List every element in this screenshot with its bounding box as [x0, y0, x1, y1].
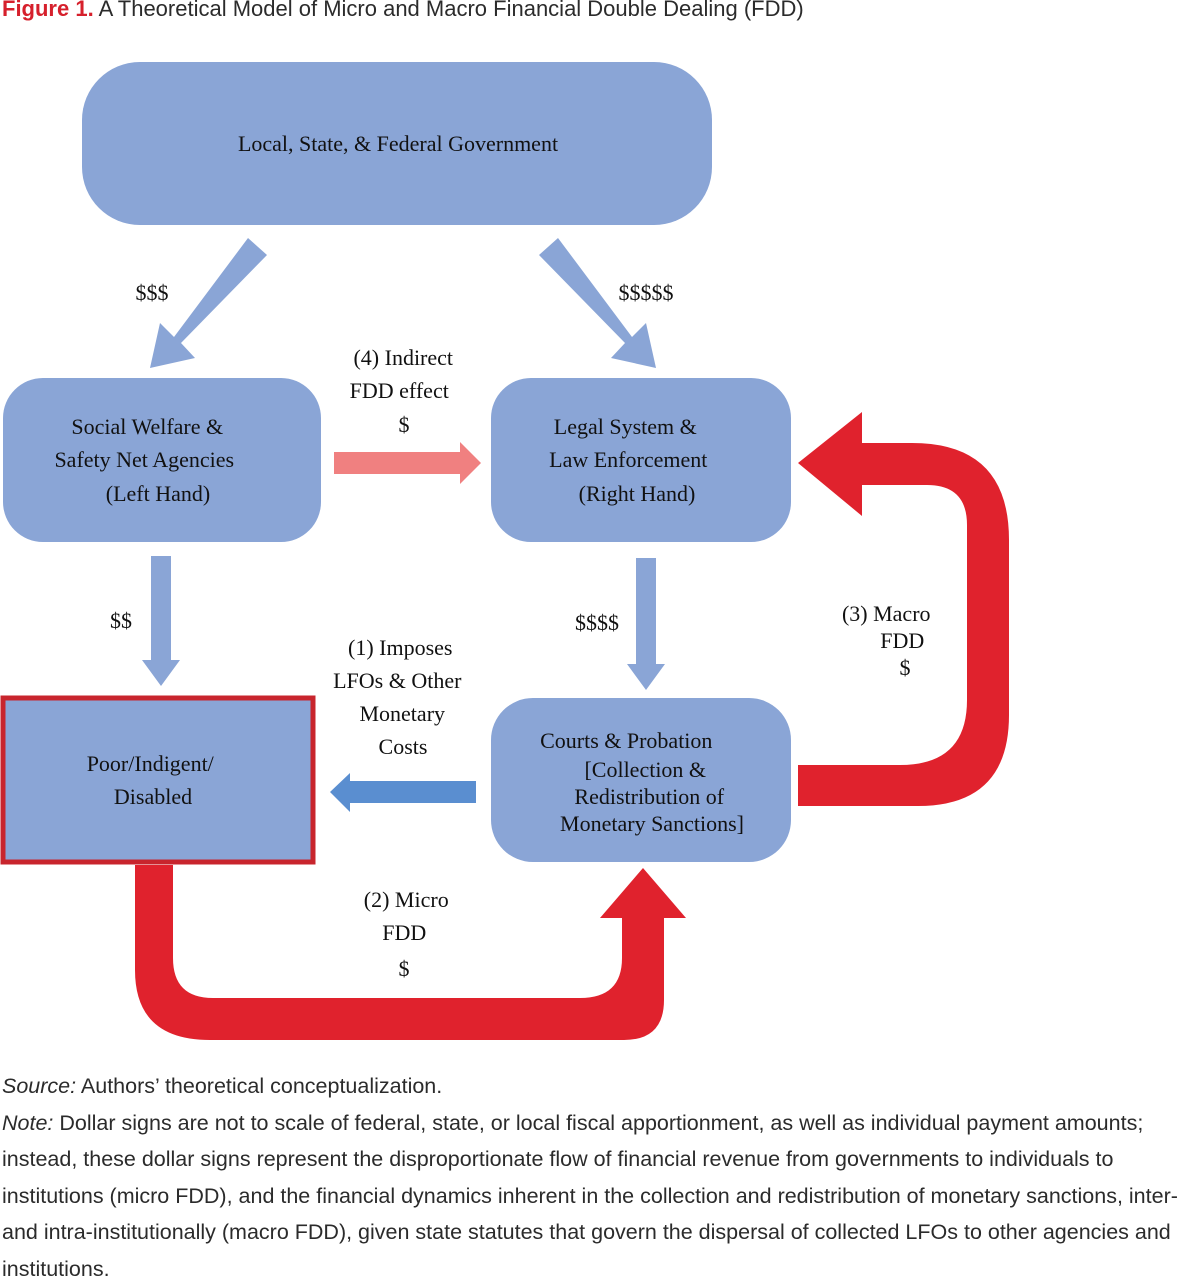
gov-to-welfare-label: $$$	[136, 280, 169, 305]
welfare-to-poor-arrow	[142, 556, 180, 686]
legal-to-courts-arrow	[627, 558, 665, 690]
fdd-diagram: Local, State, & Federal Government Socia…	[0, 0, 1182, 1060]
micro-fdd-label: (2) Micro FDD $	[364, 887, 454, 981]
source-line: Source: Authors’ theoretical conceptuali…	[2, 1068, 1182, 1105]
figure-notes: Source: Authors’ theoretical conceptuali…	[2, 1068, 1182, 1287]
legal-to-courts-label: $$$$	[575, 610, 619, 635]
macro-fdd-label: (3) Macro FDD $	[842, 601, 936, 680]
indirect-fdd-label: (4) Indirect FDD effect $	[350, 345, 459, 437]
imposes-arrow	[330, 773, 476, 812]
source-text: Authors’ theoretical conceptualization.	[81, 1074, 442, 1098]
source-label: Source:	[2, 1074, 76, 1098]
note-label: Note:	[2, 1111, 53, 1135]
indirect-fdd-arrow	[334, 442, 481, 484]
government-label: Local, State, & Federal Government	[238, 131, 558, 156]
note-text: Dollar signs are not to scale of federal…	[2, 1111, 1178, 1281]
imposes-label: (1) Imposes LFOs & Other Monetary Costs	[333, 635, 467, 759]
poor-box	[3, 698, 313, 862]
gov-to-legal-label: $$$$$	[619, 280, 674, 305]
note-line: Note: Dollar signs are not to scale of f…	[2, 1105, 1182, 1287]
welfare-to-poor-label: $$	[110, 608, 132, 633]
